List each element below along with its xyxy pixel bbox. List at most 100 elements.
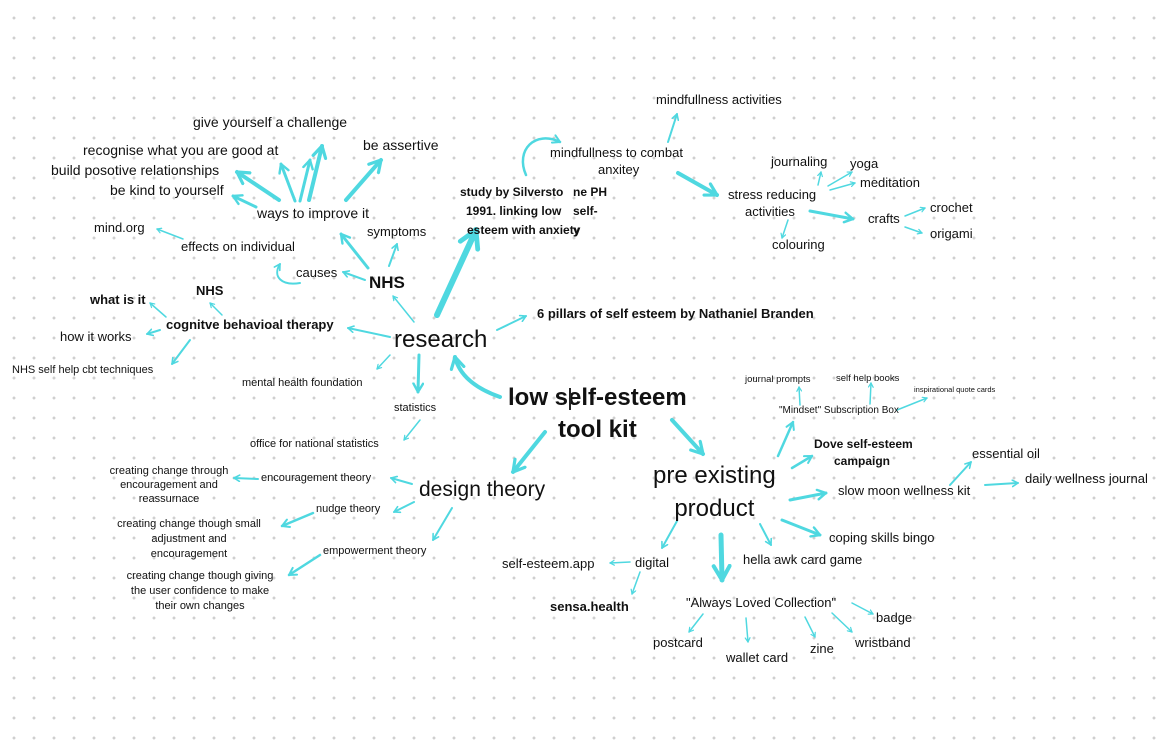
quote-cards-node: inspirational quote cards	[914, 385, 996, 394]
arrow-stress-meditation	[829, 181, 856, 191]
wristband-node: wristband	[855, 635, 911, 650]
dove-line1: Dove self-esteem	[814, 437, 913, 451]
improve-item-kind: be kind to yourself	[110, 182, 224, 198]
arrow-research-cbt	[347, 325, 391, 338]
encouragement-desc-3: reassurnace	[138, 493, 200, 505]
study-line2: 1991. linking low	[466, 204, 562, 218]
arrow-products-hella	[759, 523, 773, 546]
nudge-desc: creating change though small adjustment …	[110, 517, 268, 562]
nudge-desc-3: encouragement	[150, 548, 228, 560]
nhs-node: NHS	[369, 273, 405, 292]
arrow-nhs-causes	[342, 270, 366, 281]
arrow-products-bingo	[780, 518, 822, 538]
arrow-research-pillars	[496, 314, 527, 331]
always-loved-node: "Always Loved Collection"	[686, 595, 837, 610]
arrow-design-empowerment	[432, 507, 453, 541]
arrow-products-digital	[661, 520, 678, 549]
arrow-stats-ons	[403, 419, 421, 441]
nudge-desc-2: adjustment and	[151, 533, 227, 545]
arrow-combat-activities	[667, 113, 680, 143]
empowerment-desc-1: creating change though giving	[126, 570, 274, 582]
cbt-nhs-node: NHS	[196, 283, 224, 298]
dove-line2: campaign	[834, 454, 891, 468]
journal-prompts-node: journal prompts	[745, 374, 811, 385]
arrow-empowerment-desc	[287, 553, 322, 577]
products-line1: pre existing	[653, 462, 776, 489]
crafts-node: crafts	[868, 211, 900, 226]
mhf-node: mental health foundation	[242, 377, 363, 389]
study-line1: study by Silversto	[460, 185, 564, 199]
arrow-crafts-origami	[904, 226, 923, 235]
arrow-nhs-symptoms	[388, 243, 399, 267]
nudge-node: nudge theory	[316, 503, 381, 515]
arrow-stress-colouring	[780, 219, 789, 239]
stress-line1: stress reducing	[728, 187, 817, 202]
study-overlap: ne PH self- y	[573, 183, 607, 240]
arrow-stress-journaling	[817, 171, 823, 186]
arrow-digital-sensa	[630, 571, 641, 595]
arrow-design-nudge	[393, 501, 415, 514]
arrow-ways-assertive	[344, 158, 383, 202]
arrow-products-slowmoon	[788, 488, 828, 502]
arrow-cbt-self-help	[171, 339, 191, 365]
arrow-research-stats	[412, 353, 425, 394]
mindfulness-activities-node: mindfullness activities	[656, 92, 782, 107]
study-overlap-1: ne PH	[573, 185, 608, 199]
arrow-ways-challenge-2	[298, 158, 314, 203]
arrow-mindset-books	[867, 382, 874, 405]
arrow-nhs-ways	[339, 232, 370, 270]
encouragement-desc-2: encouragement and	[120, 479, 218, 491]
improve-item-assertive: be assertive	[363, 137, 439, 153]
arrow-ways-kind	[231, 194, 258, 209]
arrow-cbt-what	[149, 302, 167, 318]
arrow-crafts-crochet	[904, 206, 926, 217]
study-overlap-2: self-	[573, 204, 598, 218]
arrow-digital-app	[609, 559, 631, 566]
badge-node: badge	[876, 610, 913, 625]
encouragement-node: encouragement theory	[261, 472, 372, 484]
products-line2: product	[674, 495, 755, 522]
combat-node: mindfullness to combat anxitey	[550, 144, 683, 178]
self-esteem-app-node: self-esteem.app	[502, 556, 595, 571]
study-node: study by Silversto 1991. linking low est…	[460, 183, 580, 240]
symptoms-node: symptoms	[367, 224, 427, 239]
arrow-study-loop	[521, 134, 562, 177]
arrow-slowmoon-journal	[984, 479, 1019, 488]
arrow-design-encouragement	[390, 475, 413, 485]
arrow-effects-mind	[156, 227, 184, 240]
effects-node: effects on individual	[181, 239, 295, 254]
self-help-books-node: self help books	[836, 373, 900, 384]
arrow-central-products	[670, 418, 705, 456]
slow-moon-node: slow moon wellness kit	[838, 483, 971, 498]
sensa-node: sensa.health	[550, 599, 629, 614]
arrow-research-nhs	[392, 295, 415, 323]
crochet-node: crochet	[930, 200, 973, 215]
arrow-always-badge	[851, 602, 874, 615]
arrow-nudge-desc	[280, 511, 315, 528]
zine-node: zine	[810, 641, 834, 656]
mind-org-node: mind.org	[94, 220, 145, 235]
digital-node: digital	[635, 555, 669, 570]
improve-item-relationships: build posotive relationships	[51, 162, 220, 178]
arrow-combat-stress	[676, 171, 719, 197]
bingo-node: coping skills bingo	[829, 530, 935, 545]
cbt-self-help-node: NHS self help cbt techniques	[12, 364, 154, 376]
central-title-line1: low self-esteem	[508, 384, 687, 411]
cbt-how-node: how it works	[60, 329, 132, 344]
study-line3: esteem with anxiety	[467, 223, 581, 237]
stress-node: stress reducing activities	[728, 186, 816, 220]
yoga-node: yoga	[850, 156, 879, 171]
arrow-slowmoon-oil	[949, 461, 972, 486]
arrow-products-always	[711, 532, 732, 583]
arrow-central-design	[511, 430, 547, 474]
arrow-mindset-quotes	[896, 396, 928, 411]
cbt-node: cognitve behavioal therapy	[166, 317, 334, 332]
arrow-ways-challenge	[307, 144, 328, 202]
arrow-mindset-journal	[796, 386, 803, 406]
statistics-node: statistics	[394, 402, 437, 414]
arrow-central-research	[449, 355, 502, 399]
central-title: low self-esteem tool kit	[508, 383, 687, 445]
arrow-products-dove	[790, 454, 814, 470]
improve-item-challenge: give yourself a challenge	[193, 114, 348, 130]
